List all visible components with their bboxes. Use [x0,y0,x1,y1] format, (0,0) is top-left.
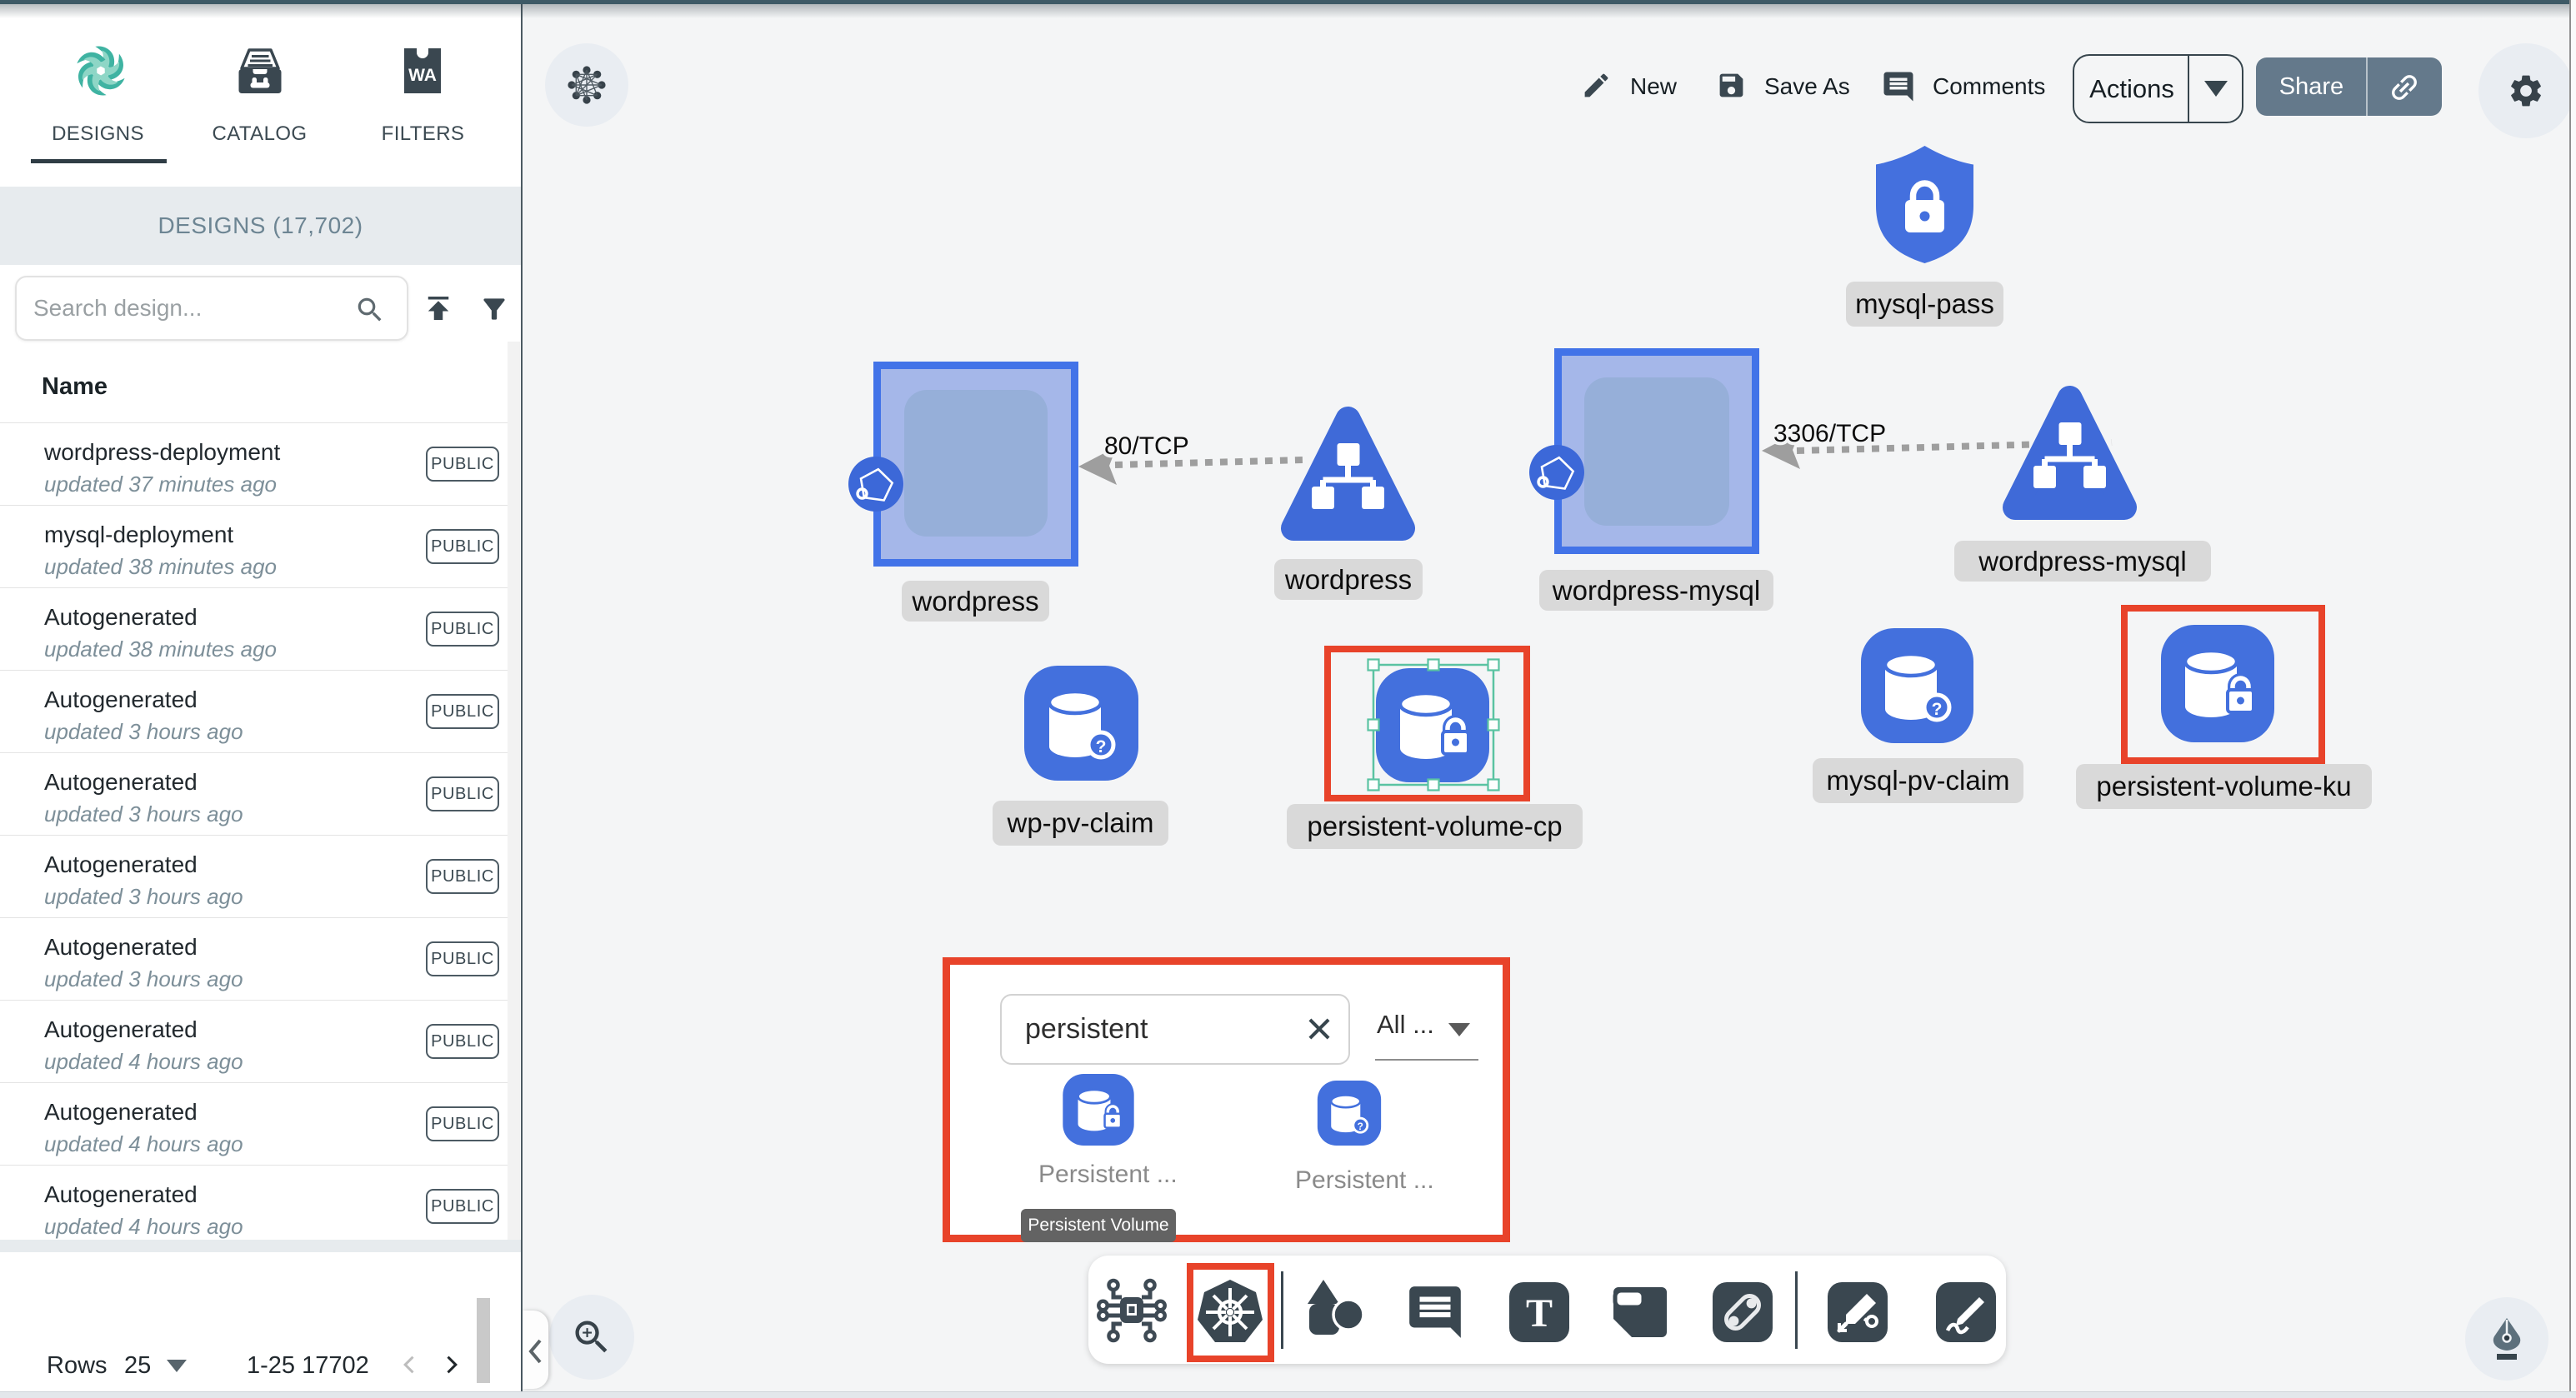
svg-text:?: ? [1096,737,1107,756]
svg-text:?: ? [1932,700,1943,719]
svg-text:?: ? [1358,1121,1363,1132]
svg-text:3306/TCP: 3306/TCP [1773,420,1886,447]
svg-text:WA: WA [408,66,437,85]
svg-text:80/TCP: 80/TCP [1104,432,1189,460]
svg-text:T: T [1526,1291,1553,1336]
